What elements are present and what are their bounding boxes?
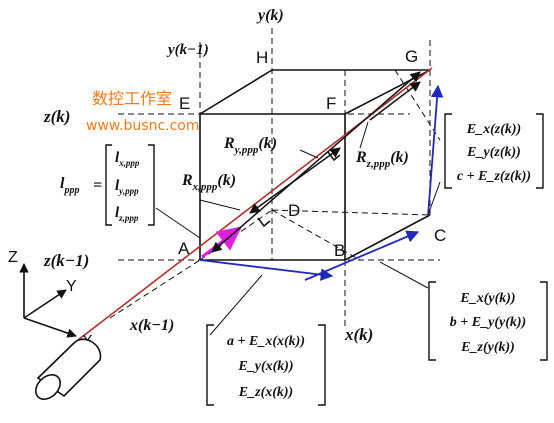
l-ppp-lhs: l	[60, 175, 65, 192]
frame-Y: Y	[66, 278, 77, 295]
matrix-top-row-2: E_y(z(k))	[466, 145, 521, 160]
point-F: F	[326, 94, 336, 113]
matrix-middle-right: E_x(y(k)) b + E_y(y(k)) E_z(y(k))	[428, 281, 548, 361]
label-z-k1: z(k−1)	[43, 251, 89, 270]
l-ppp-row-2: l	[115, 178, 120, 194]
l-ppp-lhs-sub: ppp	[63, 185, 79, 196]
dashed-axes	[109, 28, 441, 330]
r-x-arg: (k)	[217, 172, 236, 189]
point-H: H	[256, 48, 268, 67]
r-z-label: R	[355, 149, 367, 166]
point-C: C	[434, 226, 446, 245]
point-A: A	[178, 239, 190, 258]
r-z-sub: z,ppp	[366, 158, 391, 170]
l-ppp-row-1: l	[115, 150, 120, 166]
r-z-arg: (k)	[390, 149, 409, 166]
matrix-top-row-1: E_x(z(k))	[466, 122, 521, 137]
svg-text:Rx,ppp(k): Rx,ppp(k)	[181, 172, 236, 193]
matrix-bot-row-3: E_z(x(k))	[238, 385, 293, 400]
watermark-cn: 数控工作室	[92, 89, 172, 108]
point-D: D	[288, 201, 300, 220]
label-x-k: x(k)	[344, 325, 373, 344]
svg-text:Rz,ppp(k): Rz,ppp(k)	[355, 149, 409, 170]
label-y-k1: y(k−1)	[166, 42, 209, 58]
svg-text:lz,ppp: lz,ppp	[115, 205, 139, 223]
label-x-k1: x(k−1)	[129, 317, 174, 334]
label-y-k: y(k)	[256, 7, 284, 24]
matrix-bot-row-2: E_y(x(k))	[237, 359, 293, 374]
l-ppp-row-3-sub: z,ppp	[118, 213, 139, 223]
coordinate-frame	[19, 263, 77, 338]
svg-text:lx,ppp: lx,ppp	[115, 150, 140, 168]
tool-cylinder-icon	[35, 338, 102, 400]
svg-text:=: =	[93, 177, 102, 194]
svg-text:ly,ppp: ly,ppp	[115, 178, 139, 196]
point-G: G	[405, 47, 418, 66]
frame-Z: Z	[8, 249, 18, 266]
r-x-sub: x,ppp	[192, 181, 218, 193]
r-y-arg: (k)	[258, 135, 277, 152]
point-labels: G H E F D A B C	[178, 47, 446, 260]
point-E: E	[179, 94, 190, 113]
leader-lines	[155, 121, 441, 336]
l-ppp-row-3: l	[115, 205, 120, 221]
tool-axis-red-line	[77, 67, 433, 341]
watermark-url: www.busnc.com	[86, 118, 200, 134]
matrix-mid-row-3: E_z(y(k))	[460, 340, 515, 355]
svg-text:lppp: lppp	[60, 175, 79, 196]
matrix-top-row-3: c + E_z(z(k))	[457, 169, 531, 184]
matrix-bot-row-1: a + E_x(x(k))	[227, 334, 305, 349]
matrix-bottom: a + E_x(x(k)) E_y(x(k)) E_z(x(k))	[206, 324, 326, 406]
matrix-mid-row-1: E_x(y(k))	[459, 291, 515, 306]
axis-labels: y(k) y(k−1) z(k) z(k−1) x(k−1) x(k)	[43, 7, 373, 344]
l-ppp-vector: lppp = lx,ppp ly,ppp lz,ppp	[60, 144, 155, 226]
point-B: B	[334, 241, 345, 260]
label-z-k: z(k)	[43, 107, 70, 126]
svg-text:Ry,ppp(k): Ry,ppp(k)	[223, 135, 277, 156]
matrix-mid-row-2: b + E_y(y(k))	[450, 315, 526, 330]
r-x-label: R	[181, 172, 193, 189]
l-ppp-row-1-sub: x,ppp	[118, 158, 140, 168]
r-y-label: R	[223, 135, 235, 152]
matrix-top-right: E_x(z(k)) E_y(z(k)) c + E_z(z(k))	[444, 113, 544, 189]
l-ppp-row-2-sub: y,ppp	[118, 186, 139, 196]
r-labels: Ry,ppp(k) Rx,ppp(k) Rz,ppp(k)	[181, 135, 409, 193]
r-vectors	[211, 71, 421, 253]
r-y-sub: y,ppp	[233, 144, 259, 156]
